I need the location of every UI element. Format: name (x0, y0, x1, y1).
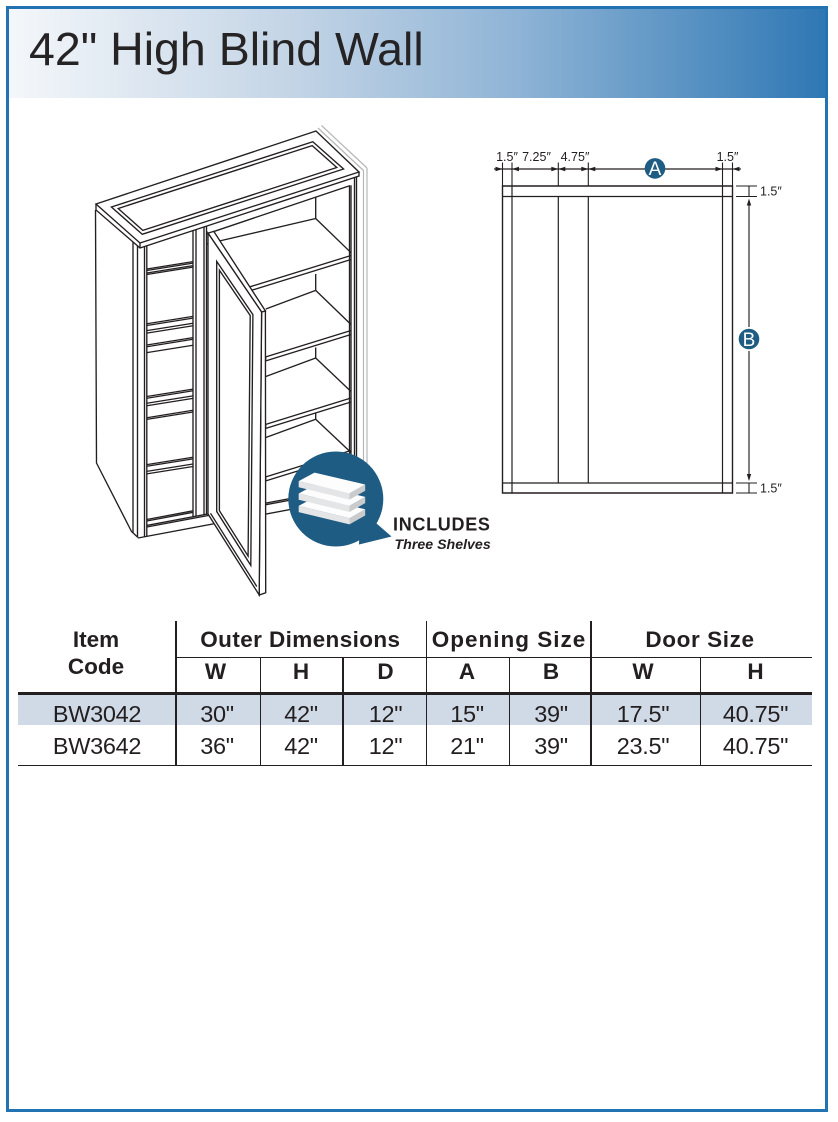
svg-text:4.75″: 4.75″ (561, 150, 590, 164)
svg-text:Three Shelves: Three Shelves (395, 537, 491, 553)
svg-text:A: A (649, 159, 662, 180)
svg-text:1.5″: 1.5″ (717, 150, 739, 164)
svg-text:7.25″: 7.25″ (522, 150, 551, 164)
svg-text:B: B (743, 330, 756, 351)
svg-text:1.5″: 1.5″ (760, 482, 782, 496)
svg-text:1.5″: 1.5″ (760, 185, 782, 199)
svg-text:1.5″: 1.5″ (496, 150, 518, 164)
svg-text:INCLUDES: INCLUDES (393, 515, 491, 535)
